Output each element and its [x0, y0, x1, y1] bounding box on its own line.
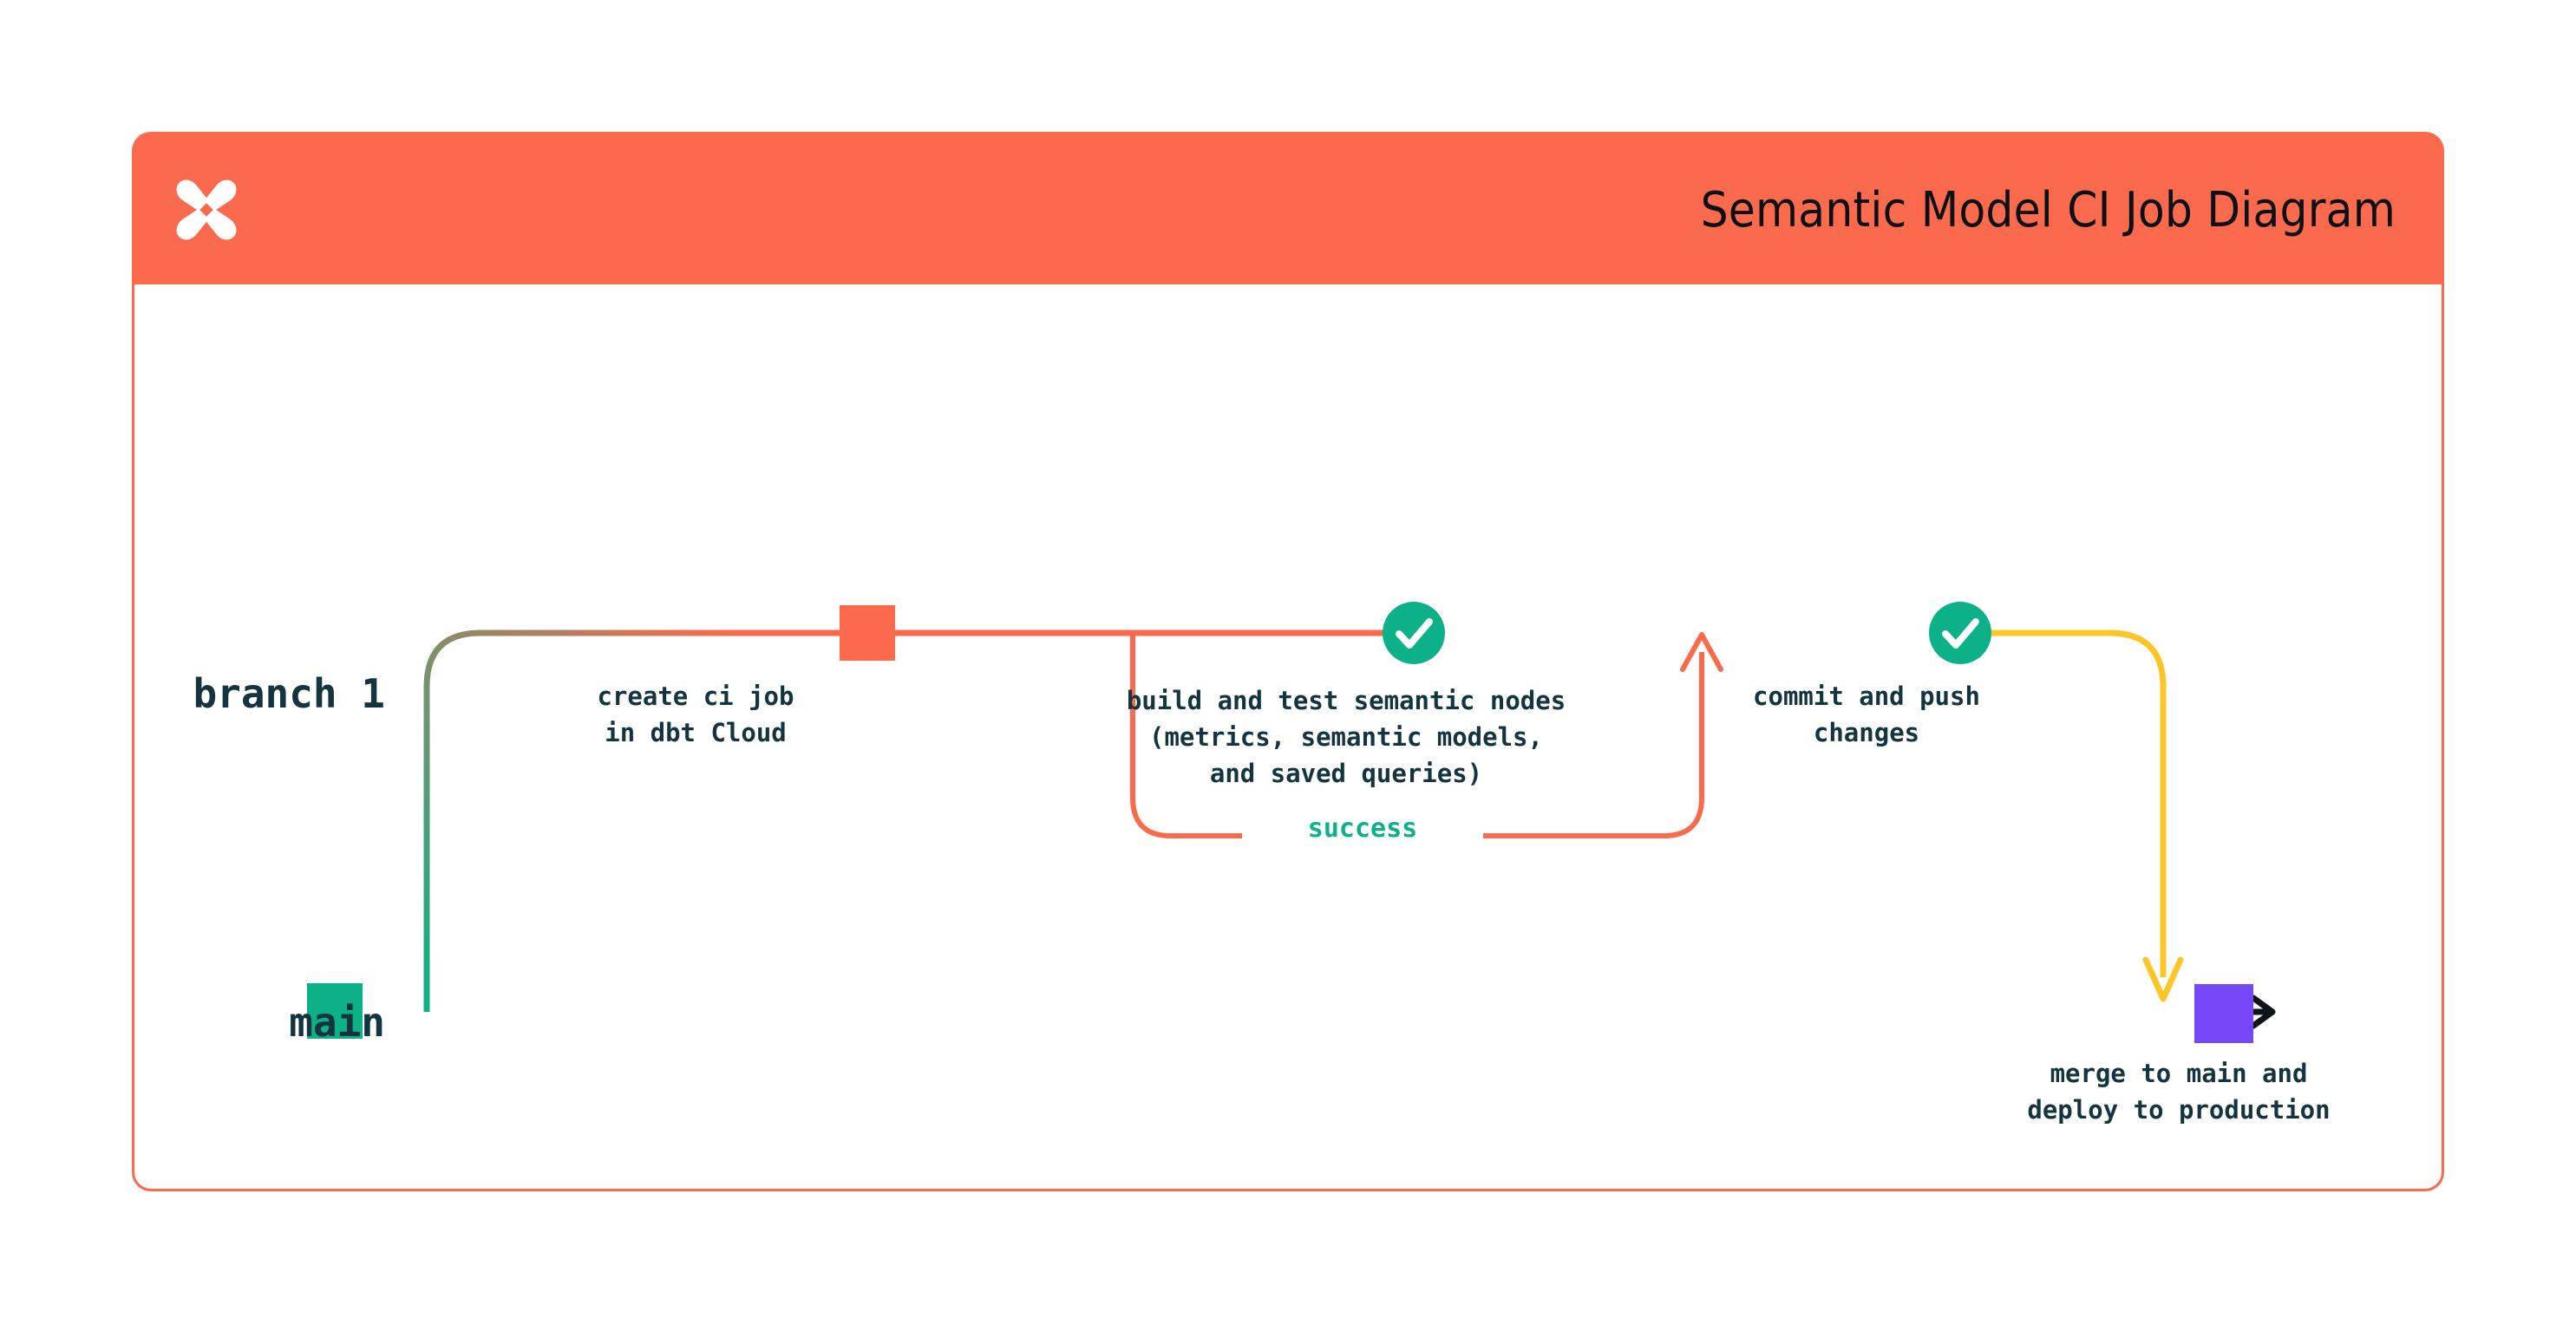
git-graph	[307, 602, 2276, 1043]
node-caption-build-and-test: build and test semantic nodes (metrics, …	[1126, 686, 1566, 789]
loop-edge-label-success: success	[1242, 813, 1483, 844]
diagram-body	[132, 284, 2444, 1191]
merge-in-edge	[1962, 629, 2167, 977]
merge-in-arrowhead	[2142, 956, 2184, 1002]
node-caption-merge-to-main: merge to main and deploy to production	[2027, 1059, 2331, 1125]
check-icon	[1396, 618, 1433, 649]
node-caption-create-ci-job: create ci job in dbt Cloud	[597, 682, 794, 748]
loop-edge-right	[1438, 652, 1704, 838]
page-title: Semantic Model CI Job Diagram	[1700, 182, 2396, 238]
node-build-and-test[interactable]	[1383, 602, 1445, 664]
node-caption-commit-and-push: commit and push changes	[1753, 682, 1980, 748]
lane-label-branch-1: branch 1	[193, 670, 385, 717]
branch-out-edge	[423, 629, 739, 1012]
node-main-start[interactable]	[307, 983, 363, 1039]
check-icon	[1942, 618, 1979, 649]
node-commit-and-push[interactable]	[1929, 602, 1991, 664]
dbt-logo-icon	[176, 179, 237, 240]
diagram-header: Semantic Model CI Job Diagram	[132, 132, 2444, 290]
loop-arrowhead	[1680, 632, 1723, 672]
lane-label-main: main	[289, 999, 385, 1046]
node-create-ci-job[interactable]	[840, 605, 895, 661]
diagram-card: Semantic Model CI Job Diagram	[132, 132, 2444, 1191]
loop-edge-left	[1130, 633, 1285, 838]
node-merge-to-main[interactable]	[2194, 984, 2253, 1043]
